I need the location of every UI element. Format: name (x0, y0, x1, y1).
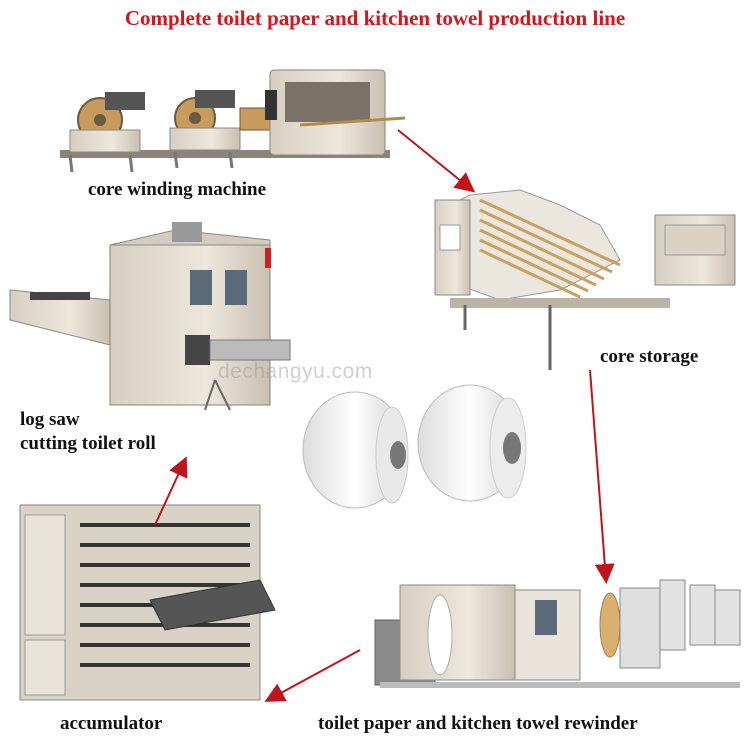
accumulator-machine (19, 504, 276, 701)
arrow-rewinder-to-accumulator (264, 649, 361, 702)
core-winding-machine (60, 69, 406, 173)
core-winding-label: core winding machine (88, 179, 267, 200)
log-saw-label-line2: cutting toilet roll (20, 433, 156, 454)
arrow-accumulator-to-log-saw (154, 456, 188, 526)
log-saw-label-line1: log saw (20, 409, 80, 430)
rewinder-label: toilet paper and kitchen towel rewinder (318, 713, 638, 734)
core-storage-machine (434, 189, 736, 370)
page-title: Complete toilet paper and kitchen towel … (124, 6, 626, 30)
accumulator-label: accumulator (60, 713, 163, 734)
arrow-core-winding-to-storage (397, 129, 476, 193)
rewinder-machine (374, 579, 741, 688)
flow-arrows (154, 129, 615, 702)
arrow-storage-to-rewinder (589, 369, 615, 584)
toilet-rolls (302, 384, 527, 509)
log-saw-machine (9, 222, 291, 411)
watermark: dechangyu.com (218, 360, 373, 383)
core-storage-label: core storage (600, 346, 699, 367)
